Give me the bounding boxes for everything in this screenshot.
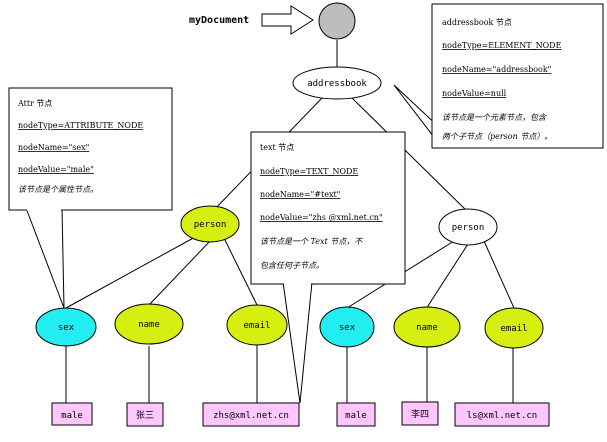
edge-addressbook-person2: [351, 97, 471, 215]
addressbook-callout-line: 该节点是一个元素节点，包含: [442, 113, 547, 122]
text-callout-line: 该节点是一个 Text 节点，不: [260, 237, 363, 246]
text-leaf-value: male: [61, 411, 83, 421]
text-callout-line: nodeType=TEXT_NODE: [260, 167, 358, 176]
field-label: email: [243, 321, 270, 331]
text-callout-line: text 节点: [260, 143, 294, 152]
addressbook-callout-line: nodeValue=null: [442, 89, 507, 98]
text-leaf: 李四: [401, 401, 439, 426]
edge-person1-sex: [65, 235, 198, 309]
text-callout: text 节点 nodeType=TEXT_NODE nodeName="#te…: [250, 131, 406, 404]
field-node-sex: sex: [35, 307, 97, 347]
attr-callout-line: 该节点是个属性节点。: [18, 185, 98, 194]
addressbook-node: addressbook: [292, 66, 382, 100]
document-node: [318, 2, 356, 40]
text-leaf: male: [336, 402, 376, 427]
field-label: sex: [339, 323, 356, 333]
edge-person1-name: [148, 239, 212, 306]
person-node: person: [438, 208, 498, 246]
attr-callout-line: Attr 节点: [17, 99, 52, 108]
text-callout-line: nodeValue="zhs @xml.net.cn": [260, 213, 383, 222]
edge-person1-email: [223, 237, 258, 306]
field-label: name: [416, 323, 438, 333]
person-label: person: [452, 223, 485, 233]
attr-callout-line: nodeName="sex": [18, 143, 89, 152]
field-label: email: [500, 324, 527, 334]
addressbook-callout-line: addressbook 节点: [442, 18, 512, 27]
addressbook-label: addressbook: [307, 79, 367, 89]
field-node-email: email: [484, 307, 544, 349]
text-leaf: zhs@xml.net.cn: [202, 402, 300, 427]
field-node-name: name: [114, 303, 184, 345]
field-label: name: [138, 320, 160, 330]
person-label: person: [194, 220, 227, 230]
attr-callout-line: nodeValue="male": [18, 165, 94, 174]
addressbook-callout-line: 两个子节点（person 节点）。: [442, 132, 552, 141]
addressbook-callout: addressbook 节点 nodeType=ELEMENT_NODE nod…: [393, 3, 604, 149]
text-callout-line: 包含任何子节点。: [260, 261, 324, 270]
text-leaf-value: 张三: [136, 410, 154, 421]
text-leaf-value: 李四: [411, 408, 429, 420]
field-node-name: name: [393, 306, 461, 348]
field-label: sex: [58, 323, 75, 333]
field-node-sex: sex: [319, 306, 375, 348]
addressbook-callout-line: nodeName="addressbook": [442, 65, 551, 74]
person-node: person: [180, 205, 240, 243]
text-callout-line: nodeName="#text": [260, 190, 340, 199]
text-leaf-value: ls@xml.net.cn: [467, 411, 537, 421]
attr-callout-line: nodeType=ATTRIBUTE_NODE: [18, 121, 143, 130]
document-label: myDocument: [189, 15, 249, 26]
text-leaf: ls@xml.net.cn: [454, 402, 550, 427]
text-leaf: male: [51, 402, 93, 426]
edge-person2-email: [483, 240, 515, 309]
addressbook-callout-line: nodeType=ELEMENT_NODE: [442, 41, 562, 50]
text-leaf-value: male: [345, 411, 367, 421]
arrow-right-icon: [261, 5, 314, 35]
field-node-email: email: [226, 304, 288, 346]
text-leaf: 张三: [126, 402, 164, 427]
attr-callout: Attr 节点 nodeType=ATTRIBUTE_NODE nodeName…: [8, 87, 173, 309]
text-leaf-value: zhs@xml.net.cn: [213, 411, 289, 421]
edge-person2-name: [425, 243, 469, 310]
